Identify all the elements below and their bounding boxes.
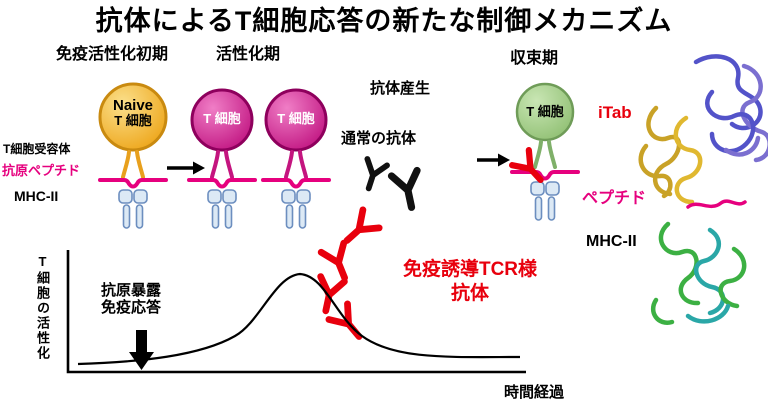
normal-antibody-label: 通常の抗体 bbox=[341, 130, 417, 147]
y-axis-label: T細胞の活性化 bbox=[34, 254, 50, 361]
figure-title: 抗体によるT細胞応答の新たな制御メカニズム bbox=[95, 6, 673, 36]
activated-tcell-shape-1 bbox=[187, 88, 257, 229]
protein-peptide-strand bbox=[686, 199, 747, 209]
tcell-receptor-icon bbox=[284, 150, 308, 179]
antigen-exposure-line2: 免疫応答 bbox=[100, 299, 161, 317]
antigen-peptide-label: 抗原ペプチド bbox=[2, 163, 81, 178]
tcell-receptor-icon bbox=[121, 150, 145, 179]
antigen-exposure-line1: 抗原暴露 bbox=[100, 282, 161, 299]
protein-blue-ribbons bbox=[693, 54, 768, 163]
antigen-exposure-annotation: 抗原暴露 免疫応答 bbox=[93, 282, 169, 317]
phase-label-early: 免疫活性化初期 bbox=[56, 46, 169, 63]
right-arrow-icon bbox=[167, 161, 205, 175]
itab-antibody-label: 免疫誘導TCR様 抗体 bbox=[378, 258, 562, 306]
naive-tcell-label: Naive T 細胞 bbox=[100, 98, 166, 127]
itab-antibody-icon bbox=[512, 150, 549, 187]
activated-tcell-shape-2 bbox=[261, 88, 331, 229]
antigen-peptide-icon bbox=[510, 170, 580, 181]
antibody-production-label: 抗体産生 bbox=[370, 80, 431, 97]
right-arrow-icon bbox=[477, 153, 510, 167]
tcell-receptor-icon bbox=[210, 150, 234, 179]
naive-tcell-label-line2: T 細胞 bbox=[114, 112, 152, 128]
protein-gold-ribbons bbox=[638, 105, 703, 205]
tcr-label: T細胞受容体 bbox=[3, 142, 71, 156]
itab-antibody-label-line1: 免疫誘導TCR様 bbox=[402, 259, 538, 280]
naive-tcell-shape bbox=[98, 82, 168, 229]
mhc-label-right: MHC-II bbox=[586, 233, 637, 250]
down-arrow-icon bbox=[129, 330, 154, 370]
x-axis-label: 時間経過 bbox=[504, 384, 565, 401]
mhc-label-left: MHC-II bbox=[14, 188, 59, 204]
resolution-tcell-label: T 細胞 bbox=[526, 104, 564, 119]
activation-curve-plot bbox=[66, 250, 526, 374]
itab-antibody-icons bbox=[314, 210, 379, 344]
itab-name-label: iTab bbox=[598, 103, 632, 122]
itab-antibody-label-line2: 抗体 bbox=[450, 282, 489, 304]
mhc-molecule-icon bbox=[118, 189, 148, 229]
phase-label-resolution: 収束期 bbox=[510, 50, 559, 67]
peptide-label-right: ペプチド bbox=[582, 190, 647, 207]
phase-label-activation: 活性化期 bbox=[216, 46, 281, 63]
protein-ribbon-structure bbox=[638, 54, 768, 325]
protein-green-ribbons bbox=[650, 221, 747, 325]
antigen-peptide-icon bbox=[98, 178, 168, 189]
mhc-molecule-icon bbox=[207, 189, 237, 229]
antigen-peptide-icon bbox=[261, 178, 331, 189]
normal-antibody-icons bbox=[359, 159, 424, 210]
tcell-receptor-icon bbox=[533, 140, 557, 169]
activated-tcell-label-2: T 細胞 bbox=[277, 111, 315, 126]
resolution-tcell-shape bbox=[510, 82, 580, 221]
antigen-peptide-icon bbox=[187, 178, 257, 189]
activated-tcell-label-1: T 細胞 bbox=[203, 111, 241, 126]
naive-tcell-label-line1: Naive bbox=[112, 97, 154, 114]
mhc-molecule-icon bbox=[281, 189, 311, 229]
mhc-molecule-icon bbox=[530, 181, 560, 221]
